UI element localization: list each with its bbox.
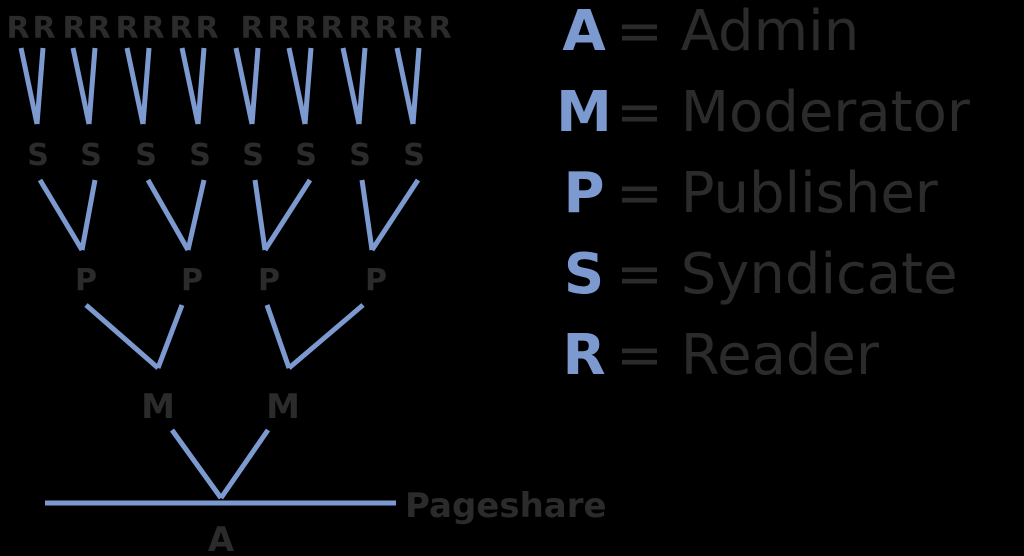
edge-moderator-publisher bbox=[264, 304, 292, 369]
edge-publisher-syndicate bbox=[185, 179, 207, 251]
legend-letter: P bbox=[563, 161, 605, 226]
edge-moderator-publisher bbox=[155, 304, 185, 369]
reader-node-label: R bbox=[374, 11, 397, 46]
publisher-node-label: P bbox=[365, 263, 387, 298]
reader-node-label: R bbox=[348, 11, 371, 46]
legend-label: = Syndicate bbox=[616, 242, 958, 307]
edge-syndicate-reader bbox=[410, 47, 422, 125]
reader-node-label: R bbox=[169, 11, 192, 46]
syndicate-node-label: S bbox=[189, 138, 211, 173]
edge-syndicate-reader bbox=[124, 47, 146, 125]
edge-publisher-syndicate bbox=[79, 179, 98, 251]
edge-moderator-publisher bbox=[287, 303, 365, 370]
tree-edges bbox=[18, 47, 422, 506]
legend-letter: R bbox=[562, 323, 606, 388]
edge-publisher-syndicate bbox=[37, 178, 85, 252]
edge-syndicate-reader bbox=[249, 47, 261, 125]
legend-letter: S bbox=[563, 242, 605, 307]
edge-publisher-syndicate bbox=[262, 178, 313, 252]
moderator-node-label: M bbox=[266, 387, 300, 427]
edge-syndicate-reader bbox=[233, 47, 255, 125]
legend-letter: A bbox=[562, 0, 606, 64]
syndicate-node-label: S bbox=[403, 138, 425, 173]
edge-admin-moderator bbox=[169, 428, 224, 500]
publisher-node-label: P bbox=[75, 263, 97, 298]
edge-syndicate-reader bbox=[394, 47, 416, 125]
edge-syndicate-reader bbox=[140, 47, 152, 125]
syndicate-node-label: S bbox=[135, 138, 157, 173]
edge-syndicate-reader bbox=[86, 47, 98, 125]
edge-publisher-syndicate bbox=[252, 179, 268, 251]
edge-syndicate-reader bbox=[179, 47, 201, 125]
legend-label: = Moderator bbox=[616, 80, 970, 145]
edge-publisher-syndicate bbox=[359, 179, 375, 251]
reader-node-label: R bbox=[87, 11, 110, 46]
reader-node-label: R bbox=[6, 11, 29, 46]
root-admin-label: A bbox=[208, 520, 235, 556]
reader-node-label: R bbox=[267, 11, 290, 46]
syndicate-node-label: S bbox=[242, 138, 264, 173]
publisher-node-label: P bbox=[258, 263, 280, 298]
legend-label: = Reader bbox=[616, 323, 879, 388]
syndicate-node-label: S bbox=[295, 138, 317, 173]
legend-letter: M bbox=[556, 80, 612, 145]
edge-publisher-syndicate bbox=[145, 178, 191, 252]
edge-publisher-syndicate bbox=[369, 178, 421, 252]
edge-syndicate-reader bbox=[34, 47, 46, 125]
edge-moderator-publisher bbox=[84, 303, 160, 370]
reader-node-label: R bbox=[320, 11, 343, 46]
reader-node-label: R bbox=[195, 11, 218, 46]
edge-syndicate-reader bbox=[195, 47, 207, 125]
reader-node-label: R bbox=[32, 11, 55, 46]
moderator-node-label: M bbox=[141, 387, 175, 427]
publisher-node-label: P bbox=[181, 263, 203, 298]
edge-syndicate-reader bbox=[18, 47, 40, 125]
legend-label: = Admin bbox=[616, 0, 860, 64]
reader-node-label: R bbox=[141, 11, 164, 46]
pageshare-label: Pageshare bbox=[405, 486, 607, 526]
reader-node-label: R bbox=[294, 11, 317, 46]
edge-syndicate-reader bbox=[356, 47, 368, 125]
legend-label: = Publisher bbox=[616, 161, 938, 226]
reader-node-label: R bbox=[401, 11, 424, 46]
reader-node-label: R bbox=[428, 11, 451, 46]
syndicate-node-label: S bbox=[27, 138, 49, 173]
reader-node-label: R bbox=[240, 11, 263, 46]
reader-node-label: R bbox=[115, 11, 138, 46]
edge-syndicate-reader bbox=[302, 47, 314, 125]
syndicate-node-label: S bbox=[349, 138, 371, 173]
edge-admin-moderator bbox=[218, 428, 271, 500]
edge-syndicate-reader bbox=[70, 47, 92, 125]
syndicate-node-label: S bbox=[80, 138, 102, 173]
edge-syndicate-reader bbox=[340, 47, 362, 125]
reader-node-label: R bbox=[62, 11, 85, 46]
edge-syndicate-reader bbox=[286, 47, 308, 125]
